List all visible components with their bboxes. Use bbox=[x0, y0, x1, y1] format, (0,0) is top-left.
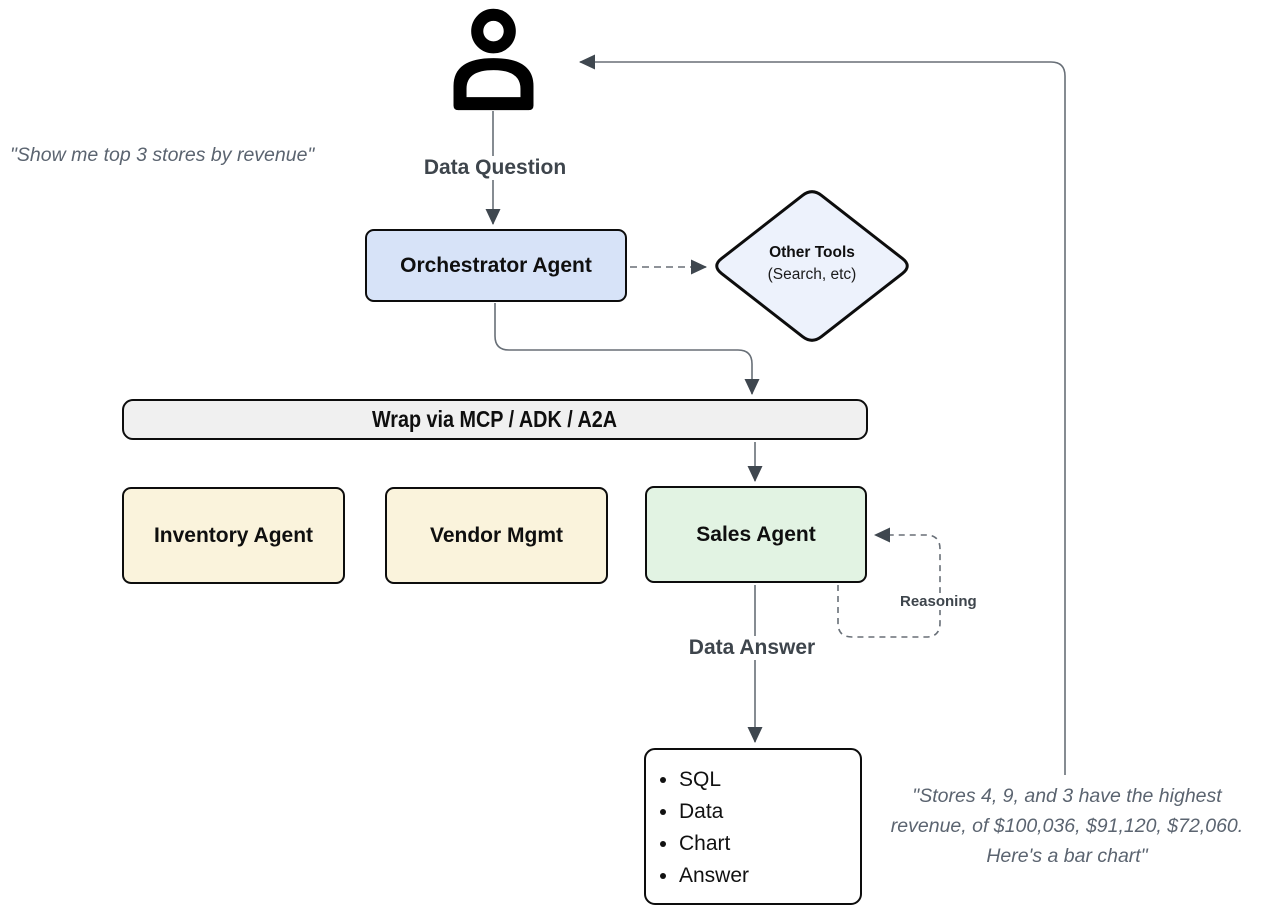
other-tools-node-text: Other Tools (Search, etc) bbox=[737, 244, 887, 284]
other-tools-title: Other Tools bbox=[769, 244, 855, 261]
sales-agent-label: Sales Agent bbox=[696, 522, 816, 546]
connector-orchestrator-to-wrap bbox=[494, 303, 760, 395]
connector-reasoning-loop bbox=[837, 527, 941, 638]
inventory-agent-label: Inventory Agent bbox=[153, 523, 314, 547]
reasoning-label: Reasoning bbox=[897, 593, 980, 610]
user-question-quote: "Show me top 3 stores by revenue" bbox=[10, 144, 315, 166]
inventory-agent-node: Inventory Agent bbox=[122, 487, 345, 584]
vendor-mgmt-node: Vendor Mgmt bbox=[385, 487, 608, 584]
user-icon bbox=[453, 8, 534, 111]
sales-agent-node: Sales Agent bbox=[645, 486, 867, 583]
other-tools-diamond bbox=[715, 190, 909, 342]
output-node: SQL Data Chart Answer bbox=[644, 748, 862, 905]
output-list: SQL Data Chart Answer bbox=[652, 764, 860, 892]
other-tools-subtitle: (Search, etc) bbox=[767, 266, 857, 283]
wrap-via-mcp-node: Wrap via MCP / ADK / A2A bbox=[122, 399, 868, 440]
data-question-label: Data Question bbox=[416, 156, 574, 180]
orchestrator-agent-label: Orchestrator Agent bbox=[400, 253, 592, 277]
connector-answer-to-user bbox=[579, 54, 1066, 775]
wrap-via-mcp-label: Wrap via MCP / ADK / A2A bbox=[372, 406, 618, 432]
output-item: Chart bbox=[679, 828, 860, 860]
data-answer-label: Data Answer bbox=[681, 636, 823, 660]
orchestrator-agent-node: Orchestrator Agent bbox=[365, 229, 627, 302]
output-item: SQL bbox=[679, 764, 860, 796]
agent-answer-quote: "Stores 4, 9, and 3 have the highest rev… bbox=[890, 785, 1244, 867]
output-item: Answer bbox=[679, 860, 860, 892]
vendor-mgmt-label: Vendor Mgmt bbox=[429, 523, 563, 547]
output-item: Data bbox=[679, 796, 860, 828]
